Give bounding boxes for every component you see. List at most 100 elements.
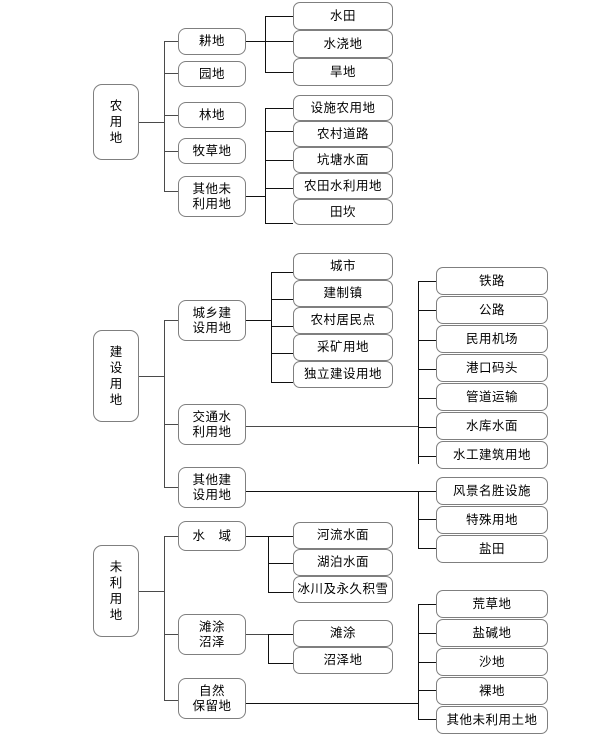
leaf-node-sandy-land: 沙地 — [436, 648, 548, 676]
connector-water-leaf-0 — [268, 536, 293, 537]
leaf-node-city: 城市 — [293, 253, 393, 280]
connector-otherconstr-leaf-0 — [418, 491, 436, 492]
mid-node-transport-water: 交通水 利用地 — [178, 404, 246, 445]
connector-constr-to-transport-water — [164, 424, 178, 425]
mid-node-other-construction: 其他建 设用地 — [178, 467, 246, 508]
connector-agri-to-cultivated — [164, 41, 178, 42]
leaf-node-salt-field: 盐田 — [436, 535, 548, 563]
connector-otheragri-stem — [246, 196, 265, 197]
connector-unused-to-water — [164, 536, 178, 537]
leaf-node-dry-land: 旱地 — [293, 58, 393, 86]
connector-unused-bus — [164, 536, 165, 700]
connector-otheragri-leaf-4 — [265, 223, 293, 224]
connector-otheragri-leaf-2 — [265, 160, 293, 161]
connector-transportwater-bus — [418, 281, 419, 464]
connector-transportwater-leaf-6 — [418, 456, 436, 457]
connector-constr-bus — [164, 320, 165, 487]
mid-node-forest: 林地 — [178, 102, 246, 128]
mid-node-tidal-marsh: 滩涂 沼泽 — [178, 614, 246, 655]
connector-natural-stem — [246, 703, 418, 704]
leaf-node-railway: 铁路 — [436, 267, 548, 295]
connector-urbanrural-leaf-1 — [271, 299, 293, 300]
connector-otherconstr-leaf-1 — [418, 519, 436, 520]
connector-cultivated-leaf-2 — [265, 72, 293, 73]
connector-unused-root-stem — [139, 591, 164, 592]
leaf-node-mining-land: 采矿用地 — [293, 334, 393, 361]
leaf-node-tidal-flat: 滩涂 — [293, 620, 393, 647]
leaf-node-special-use-land: 特殊用地 — [436, 506, 548, 534]
leaf-node-highway: 公路 — [436, 296, 548, 324]
connector-natural-leaf-1 — [418, 633, 436, 634]
leaf-node-field-ridge: 田坎 — [293, 199, 393, 225]
leaf-node-independent-construction-land: 独立建设用地 — [293, 361, 393, 388]
leaf-node-river-surface: 河流水面 — [293, 522, 393, 549]
connector-water-leaf-2 — [268, 592, 293, 593]
mid-node-water-area: 水 域 — [178, 521, 246, 551]
leaf-node-reservoir-surface: 水库水面 — [436, 412, 548, 440]
connector-unused-to-tidal — [164, 634, 178, 635]
connector-natural-leaf-3 — [418, 690, 436, 691]
connector-constr-root-stem — [139, 376, 164, 377]
leaf-node-other-unused-land: 其他未利用土地 — [436, 706, 548, 734]
connector-tidal-leaf-0 — [268, 634, 293, 635]
connector-urbanrural-stem — [246, 320, 271, 321]
connector-urbanrural-leaf-0 — [271, 272, 293, 273]
connector-natural-leaf-4 — [418, 719, 436, 720]
connector-otheragri-leaf-3 — [265, 188, 293, 189]
leaf-node-civil-airport: 民用机场 — [436, 325, 548, 353]
mid-node-urban-rural-construction: 城乡建 设用地 — [178, 300, 246, 341]
connector-constr-to-urban-rural — [164, 320, 178, 321]
mid-node-cultivated: 耕地 — [178, 28, 246, 55]
connector-otheragri-leaf-0 — [265, 108, 293, 109]
leaf-node-farmland-water-conservancy: 农田水利用地 — [293, 173, 393, 199]
connector-tidal-leaf-1 — [268, 663, 293, 664]
leaf-node-pipeline-transport: 管道运输 — [436, 383, 548, 411]
leaf-node-saline-alkali-land: 盐碱地 — [436, 619, 548, 647]
leaf-node-paddy-field: 水田 — [293, 2, 393, 30]
leaf-node-wild-grassland: 荒草地 — [436, 590, 548, 618]
connector-otherconstr-leaf-2 — [418, 548, 436, 549]
root-node-agricultural: 农 用 地 — [93, 84, 139, 160]
connector-natural-leaf-0 — [418, 604, 436, 605]
leaf-node-town: 建制镇 — [293, 280, 393, 307]
connector-transportwater-leaf-0 — [418, 281, 436, 282]
connector-otheragri-bus — [265, 108, 266, 223]
leaf-node-rural-settlement: 农村居民点 — [293, 307, 393, 334]
connector-water-bus — [268, 536, 269, 592]
connector-natural-leaf-2 — [418, 662, 436, 663]
connector-cultivated-stem — [246, 41, 265, 42]
connector-agri-to-other — [164, 191, 178, 192]
mid-node-garden: 园地 — [178, 61, 246, 87]
connector-urbanrural-leaf-2 — [271, 326, 293, 327]
leaf-node-rural-road: 农村道路 — [293, 121, 393, 147]
leaf-node-bare-land: 裸地 — [436, 677, 548, 705]
connector-agri-to-garden — [164, 73, 178, 74]
connector-transportwater-stem — [246, 426, 418, 427]
connector-urbanrural-bus — [271, 272, 272, 382]
leaf-node-pond-surface: 坑塘水面 — [293, 147, 393, 173]
leaf-node-scenic-facility: 风景名胜设施 — [436, 477, 548, 505]
mid-node-pasture: 牧草地 — [178, 138, 246, 164]
connector-urbanrural-leaf-3 — [271, 353, 293, 354]
connector-water-stem — [246, 536, 268, 537]
leaf-node-facility-agri-land: 设施农用地 — [293, 95, 393, 121]
connector-transportwater-leaf-2 — [418, 340, 436, 341]
connector-cultivated-leaf-1 — [265, 41, 293, 42]
connector-agri-bus — [164, 41, 165, 191]
root-node-unused: 未 利 用 地 — [93, 545, 139, 637]
leaf-node-hydraulic-structure-land: 水工建筑用地 — [436, 441, 548, 469]
leaf-node-marshland: 沼泽地 — [293, 647, 393, 674]
connector-unused-to-natural — [164, 700, 178, 701]
connector-transportwater-leaf-1 — [418, 310, 436, 311]
connector-agri-root-stem — [139, 122, 164, 123]
leaf-node-lake-surface: 湖泊水面 — [293, 549, 393, 576]
connector-agri-to-pasture — [164, 151, 178, 152]
mid-node-other-unused-agri: 其他未 利用地 — [178, 176, 246, 217]
connector-cultivated-bus — [265, 16, 266, 72]
connector-tidal-stem — [246, 634, 268, 635]
leaf-node-irrigated-land: 水浇地 — [293, 30, 393, 58]
mid-node-natural-reserve: 自然 保留地 — [178, 678, 246, 719]
connector-water-leaf-1 — [268, 563, 293, 564]
connector-agri-to-forest — [164, 115, 178, 116]
